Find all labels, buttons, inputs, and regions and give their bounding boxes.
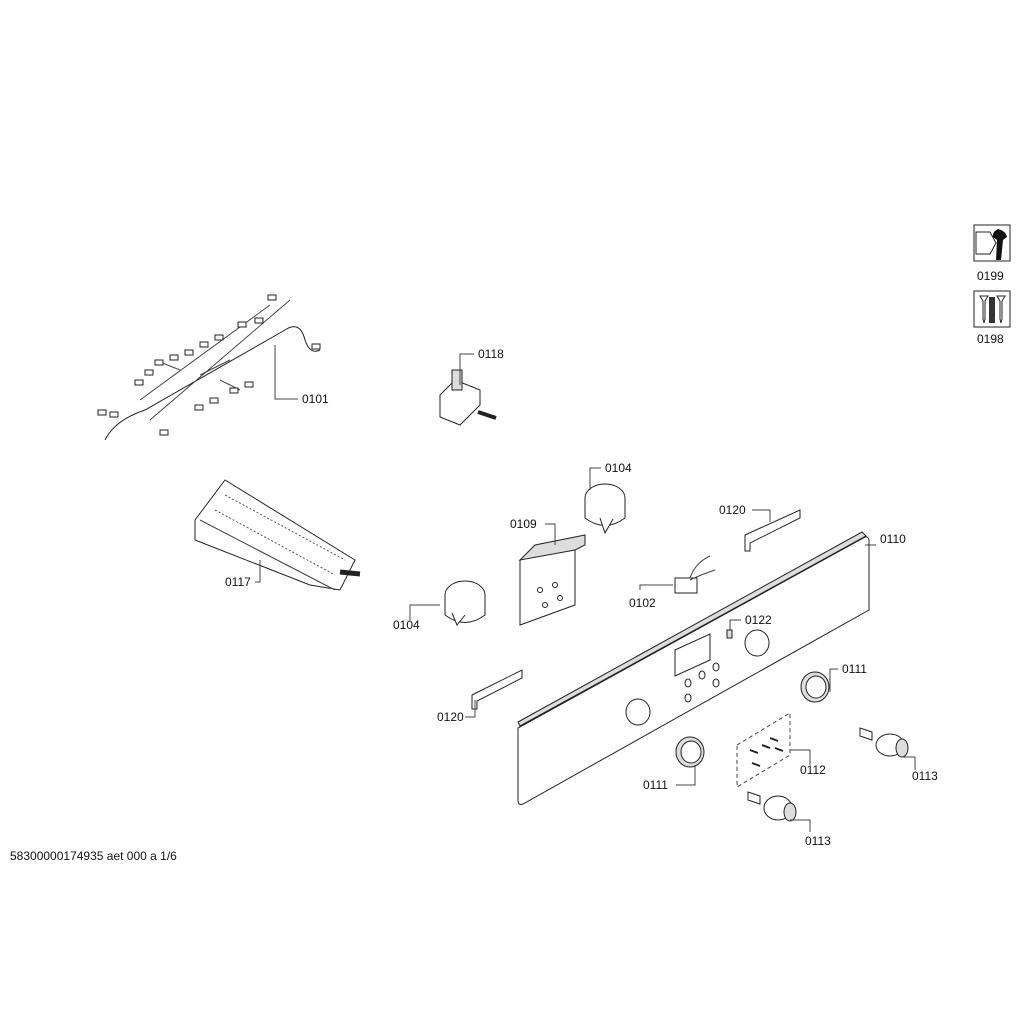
bracket-part[interactable]: [471, 669, 523, 710]
knob-ring-part[interactable]: [800, 671, 830, 703]
knob-ring-part[interactable]: [675, 736, 705, 768]
knob-holder-part[interactable]: [584, 483, 626, 535]
screw-set-part[interactable]: [736, 712, 791, 788]
timer-module-part[interactable]: [518, 534, 586, 626]
part-label-0111-lower[interactable]: 0111: [643, 778, 668, 792]
part-label-0104-lower[interactable]: 0104: [393, 618, 420, 632]
part-label-0120-lower[interactable]: 0120: [437, 710, 464, 724]
wiring-harness-part[interactable]: [97, 294, 321, 441]
knob-part[interactable]: [747, 791, 797, 822]
part-label-0117[interactable]: 0117: [225, 575, 251, 589]
part-label-0118[interactable]: 0118: [478, 347, 504, 361]
part-label-0112[interactable]: 0112: [800, 763, 826, 777]
wrench-nut-icon[interactable]: [973, 224, 1011, 262]
part-label-0122[interactable]: 0122: [745, 613, 772, 627]
part-label-0101[interactable]: 0101: [302, 392, 329, 406]
part-label-0113-right[interactable]: 0113: [912, 769, 938, 783]
bracket-part[interactable]: [744, 509, 801, 552]
document-footer-id: 58300000174935 aet 000 a 1/6: [10, 849, 177, 863]
part-label-0120-upper[interactable]: 0120: [719, 503, 746, 517]
control-panel-part[interactable]: [517, 531, 870, 805]
knob-part[interactable]: [859, 727, 909, 758]
indicator-part[interactable]: [726, 629, 733, 639]
part-label-0110[interactable]: 0110: [880, 532, 906, 546]
part-label-0199[interactable]: 0199: [977, 269, 1004, 283]
part-label-0111-right[interactable]: 0111: [842, 662, 867, 676]
knob-holder-part[interactable]: [444, 580, 486, 626]
part-label-0102[interactable]: 0102: [629, 596, 656, 610]
part-label-0109[interactable]: 0109: [510, 517, 537, 531]
lamp-part[interactable]: [674, 555, 716, 594]
part-label-0113-lower[interactable]: 0113: [805, 834, 831, 848]
screws-icon[interactable]: [973, 290, 1011, 328]
selector-switch-part[interactable]: [194, 479, 361, 591]
switch-part[interactable]: [439, 369, 497, 426]
part-label-0104-upper[interactable]: 0104: [605, 461, 632, 475]
part-label-0198[interactable]: 0198: [977, 332, 1004, 346]
